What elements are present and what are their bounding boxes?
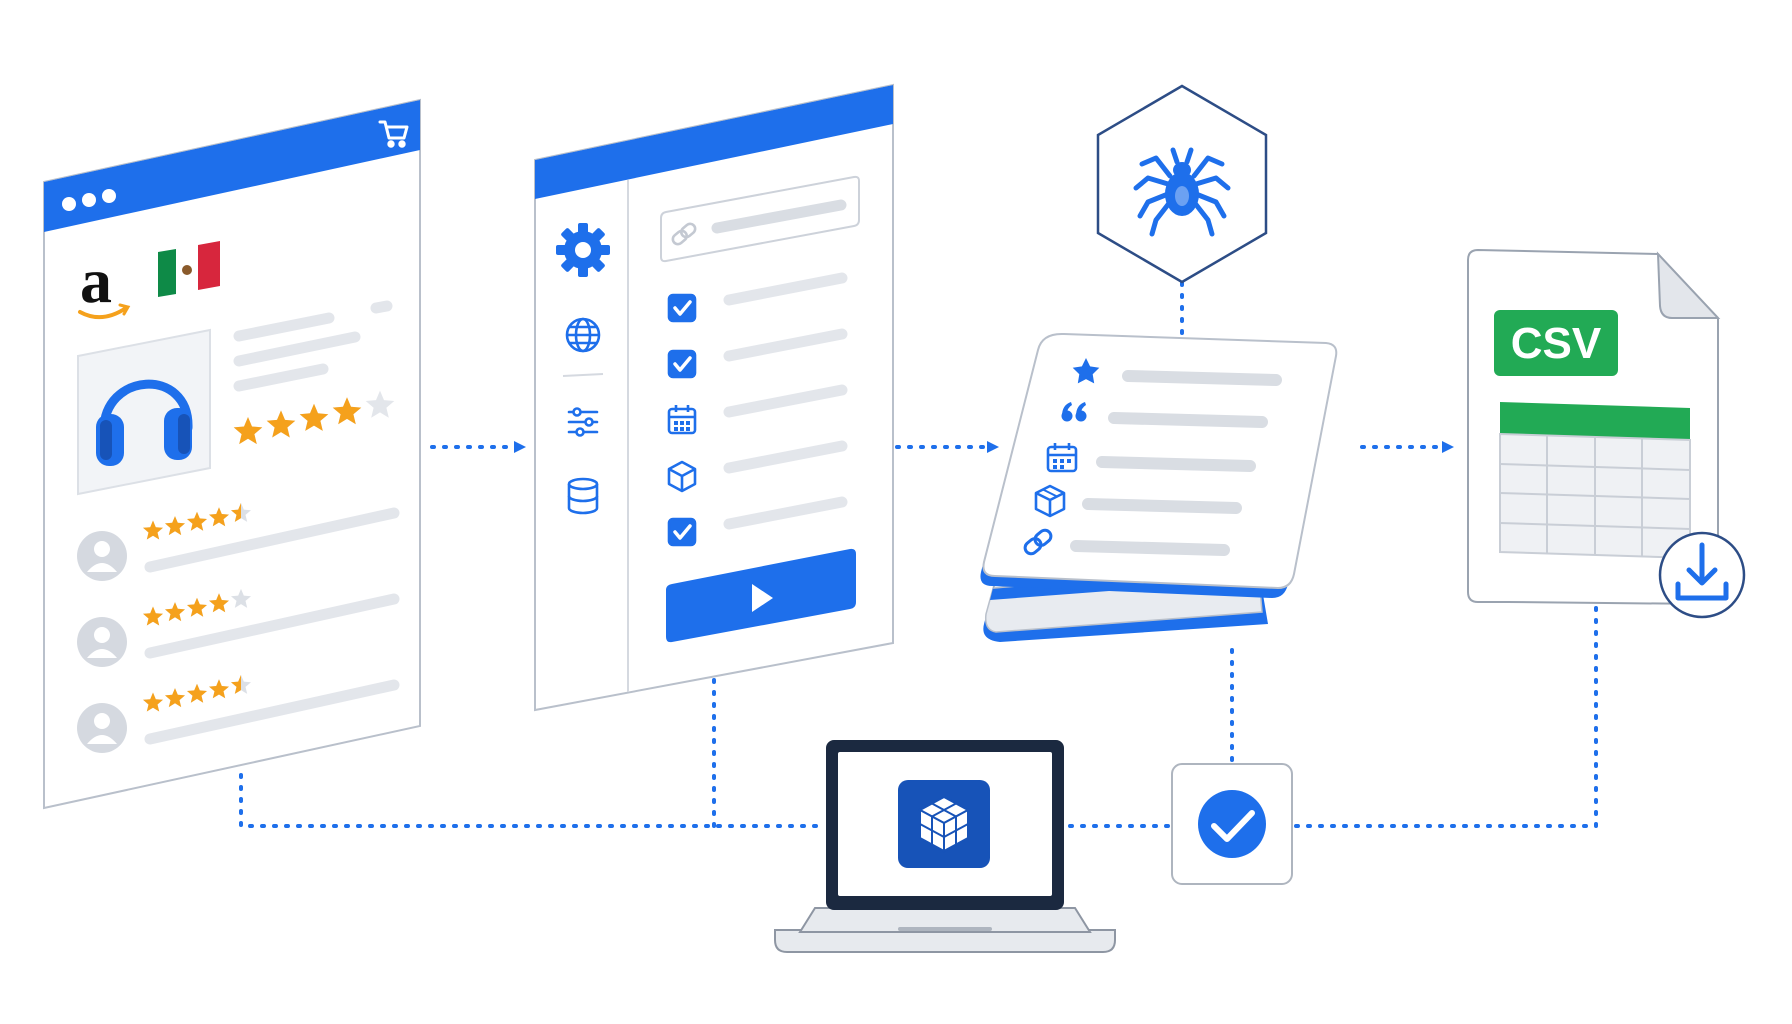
cube-app-icon[interactable]	[898, 780, 990, 868]
rating-star-filled	[209, 507, 229, 527]
crawler-badge	[1096, 84, 1268, 284]
run-button[interactable]	[666, 548, 856, 643]
box-icon[interactable]	[667, 460, 697, 493]
config-title-bar	[535, 85, 893, 199]
review-text-line	[144, 507, 400, 573]
config-window	[534, 83, 894, 712]
review-rating	[143, 588, 251, 626]
rating-star-filled	[187, 511, 207, 531]
option-label-line	[723, 496, 848, 530]
rating-star	[231, 588, 251, 608]
rating-star-filled	[165, 602, 185, 622]
option-label-line	[723, 384, 848, 418]
url-field[interactable]	[660, 175, 860, 263]
field-value-lines	[1070, 370, 1282, 556]
link-verify-to-csv	[1294, 602, 1598, 828]
calendar-icon[interactable]	[667, 405, 697, 435]
user-avatar-icon	[77, 531, 127, 581]
amazon-logo-text: a	[80, 245, 112, 316]
quote-icon	[1061, 402, 1087, 422]
csv-badge	[1494, 310, 1618, 376]
filter-icon[interactable]	[567, 407, 599, 437]
calendar-icon	[1046, 443, 1078, 473]
checkbox-icon[interactable]	[667, 349, 697, 379]
rating-star-filled	[187, 597, 207, 617]
review-item	[77, 674, 400, 753]
rating-star	[365, 390, 395, 418]
option-label-line	[723, 328, 848, 362]
link-icon	[671, 222, 697, 246]
rating-star-filled	[299, 403, 329, 431]
rating-star-filled	[233, 417, 263, 445]
link-icon	[1023, 528, 1053, 556]
headphones-icon	[96, 379, 193, 466]
review-rating	[143, 502, 251, 540]
globe-icon[interactable]	[565, 317, 601, 353]
rating-star-filled	[209, 679, 229, 699]
play-icon	[752, 584, 773, 612]
user-avatar-icon	[77, 617, 127, 667]
rating-star-filled	[165, 688, 185, 708]
review-list	[77, 502, 400, 753]
rating-star-filled	[231, 674, 241, 694]
database-icon[interactable]	[567, 477, 599, 515]
product-title-lines	[233, 300, 393, 392]
option-row[interactable]	[667, 440, 848, 493]
review-text-line	[144, 593, 400, 659]
rating-star-filled	[165, 516, 185, 536]
user-avatar-icon	[77, 703, 127, 753]
checkbox-icon[interactable]	[667, 293, 697, 323]
box-icon	[1034, 484, 1066, 518]
link-store-to-laptop	[239, 773, 822, 828]
rating-star-filled	[187, 683, 207, 703]
extracted-fields-stack	[980, 332, 1338, 642]
spider-icon	[1133, 147, 1231, 237]
download-button[interactable]	[1658, 531, 1746, 619]
rating-star-filled	[143, 606, 163, 626]
review-rating	[143, 674, 251, 712]
option-row[interactable]	[667, 272, 848, 323]
option-row[interactable]	[667, 328, 848, 379]
rating-star-filled	[209, 593, 229, 613]
store-title-bar	[44, 100, 420, 232]
csv-file: CSV	[1467, 248, 1746, 619]
option-list	[667, 272, 848, 547]
connectors	[239, 281, 1598, 828]
rating-star-filled	[143, 692, 163, 712]
option-label-line	[723, 440, 848, 474]
mexico-flag-icon	[158, 241, 220, 297]
cart-icon[interactable]	[378, 120, 409, 148]
option-row[interactable]	[667, 496, 848, 547]
star-icon	[1072, 358, 1100, 384]
sidebar	[556, 223, 610, 515]
option-row[interactable]	[667, 384, 848, 435]
rating-star-filled	[231, 502, 241, 522]
verify-step	[1171, 763, 1293, 885]
check-circle-icon	[1198, 790, 1266, 858]
rating-star-filled	[143, 520, 163, 540]
review-text-line	[144, 679, 400, 745]
checkbox-icon[interactable]	[667, 517, 697, 547]
review-item	[77, 502, 400, 581]
option-label-line	[723, 272, 848, 306]
rating-star-filled	[332, 397, 362, 425]
window-dots	[62, 189, 116, 211]
product-rating	[233, 390, 395, 445]
product-image	[77, 328, 211, 496]
amazon-logo: a	[78, 245, 131, 320]
laptop	[774, 740, 1116, 953]
rating-star-filled	[266, 410, 296, 438]
store-window: a	[43, 98, 421, 810]
spreadsheet-grid	[1499, 402, 1691, 560]
download-icon	[1675, 542, 1729, 601]
csv-label: CSV	[1511, 319, 1602, 368]
review-item	[77, 588, 400, 667]
gear-icon[interactable]	[556, 223, 610, 277]
